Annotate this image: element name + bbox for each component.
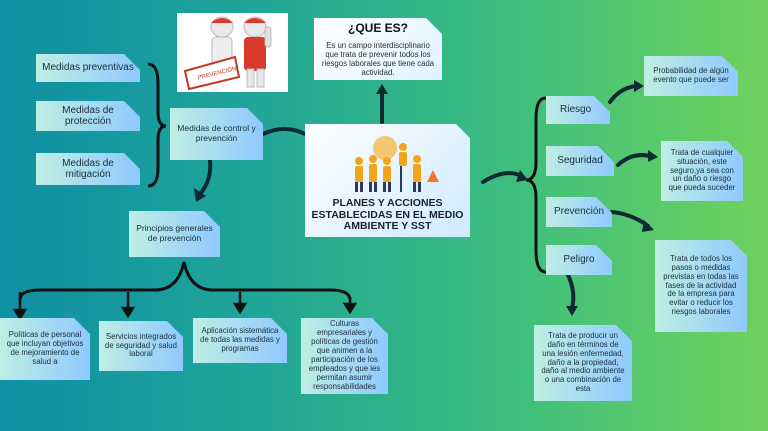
- central-topic-card: [305, 124, 470, 237]
- medidas-control-card: Medidas de control y prevención: [170, 108, 263, 160]
- principio-servicios-card: Servicios integrados de seguridad y salu…: [99, 321, 183, 371]
- medidas-preventivas-card: Medidas preventivas: [36, 54, 140, 82]
- left-curly-bracket: [147, 62, 167, 188]
- que-es-heading: ¿QUE ES?: [347, 21, 408, 35]
- right-curly-bracket: [525, 96, 547, 274]
- def-prevencion-card: Trata de todos los pasos o medidas previ…: [655, 240, 747, 332]
- medidas-mitigacion-card: Medidas de mitigación: [36, 153, 140, 185]
- central-topic-title: PLANES Y ACCIONES ESTABLECIDAS EN EL MED…: [311, 197, 464, 233]
- arrow-center-to-right-bracket: [481, 171, 524, 184]
- def-riesgo-card: Probabilidad de algún evento que puede s…: [644, 56, 738, 96]
- illustration-card: PREVENCIÓN: [177, 13, 288, 92]
- bottom-drop-arrows: [12, 292, 358, 321]
- bottom-curly-bracket: [18, 261, 352, 301]
- arrow-control-to-principios: [198, 158, 213, 196]
- que-es-text: Es un campo interdisciplinario que trata…: [321, 40, 435, 77]
- workers-illustration: PREVENCIÓN: [183, 16, 272, 91]
- arrow-prevencion: [610, 210, 650, 228]
- principio-politicas-card: Políticas de personal que incluyan objet…: [0, 318, 90, 380]
- arrow-riesgo: [608, 84, 638, 104]
- term-peligro-card: Peligro: [546, 245, 612, 275]
- arrow-center-to-control: [261, 127, 307, 136]
- medidas-proteccion-card: Medidas de protección: [36, 101, 140, 131]
- que-es-card: ¿QUE ES? Es un campo interdisciplinario …: [314, 18, 442, 80]
- def-seguridad-card: Trata de cualquier situación, este segur…: [661, 141, 743, 201]
- term-prevencion-card: Prevención: [546, 197, 612, 227]
- term-seguridad-card: Seguridad: [546, 146, 614, 176]
- def-peligro-card: Trata de producir un daño en términos de…: [534, 325, 632, 401]
- arrow-seguridad: [616, 153, 652, 167]
- construction-workers-illustration: [305, 128, 470, 200]
- principio-culturas-card: Culturas empresariales y políticas de ge…: [301, 318, 388, 394]
- arrow-peligro: [566, 273, 576, 310]
- principio-aplicacion-card: Aplicación sistemática de todas las medi…: [193, 318, 287, 363]
- principios-card: Principios generales de prevención: [129, 211, 220, 257]
